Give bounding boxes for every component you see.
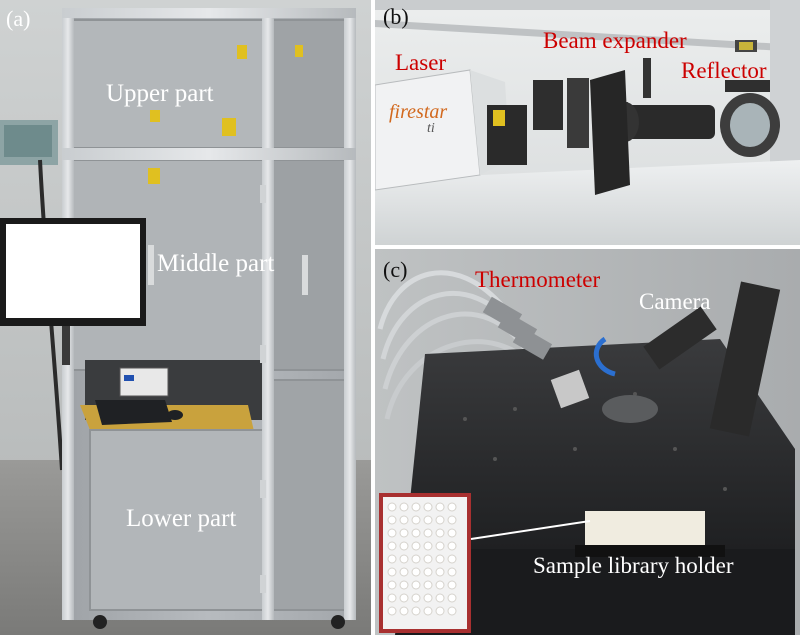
panel-c-letter: (c) — [383, 257, 408, 282]
upper-part-label: Upper part — [106, 80, 214, 107]
lower-part-label: Lower part — [126, 505, 237, 532]
beam-expander-label: Beam expander — [543, 28, 687, 53]
firestar-brand: firestar — [389, 101, 447, 123]
panel-b-letter: (b) — [383, 4, 409, 29]
sample-library-holder-label: Sample library holder — [533, 553, 734, 578]
panel-c: (c) Thermometer Camera Sample library ho… — [375, 249, 800, 635]
camera-label: Camera — [639, 289, 711, 314]
middle-part-label: Middle part — [157, 250, 275, 277]
panel-c-photo — [375, 249, 800, 635]
panel-a: (a) Upper part Middle part Lower part — [0, 0, 371, 635]
panel-b-photo: firestar ti — [375, 0, 800, 245]
panel-b: firestar ti (b) Laser Beam expander Refl… — [375, 0, 800, 245]
thermometer-label: Thermometer — [475, 267, 601, 292]
panel-a-photo — [0, 0, 371, 635]
laser-label: Laser — [395, 50, 447, 75]
firestar-sub: ti — [427, 121, 435, 136]
reflector-label: Reflector — [681, 58, 767, 83]
panel-a-letter: (a) — [6, 6, 31, 31]
